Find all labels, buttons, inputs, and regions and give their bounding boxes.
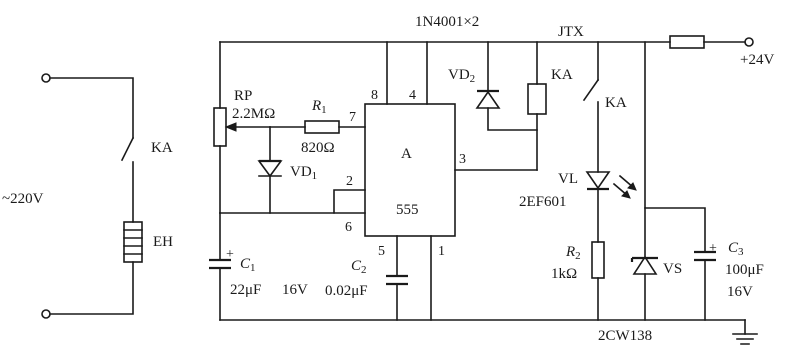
- r2-resistor: [591, 241, 605, 279]
- c1-plus: +: [226, 247, 234, 262]
- vd2-diode: [475, 89, 501, 109]
- c2-capacitor: [386, 274, 408, 286]
- pin-5-label: 5: [378, 244, 385, 259]
- regulator-section: VS 2CW138 + C3 100μF 16V: [598, 41, 764, 344]
- pin-4-label: 4: [409, 88, 416, 103]
- vs-zener: [630, 255, 658, 275]
- top-diodes-label: 1N4001×2: [415, 14, 479, 30]
- r2-value-label: 1kΩ: [551, 266, 577, 282]
- c2-value-label: 0.02μF: [325, 283, 368, 299]
- c1-value-label: 22μF: [230, 282, 261, 298]
- ka-contact-right-label: KA: [605, 95, 627, 111]
- c3-plus: +: [709, 241, 717, 256]
- supply-label: +24V: [740, 52, 774, 68]
- jtx-resistor: [669, 35, 705, 49]
- ic-555: A 555 8 4 7 2 6 3 5 1 C2 0.02μF: [325, 41, 538, 321]
- mains-label: ~220V: [2, 191, 44, 207]
- vl-type-label: 2EF601: [519, 194, 567, 210]
- r1-resistor: [304, 120, 340, 134]
- c1-voltage-label: 16V: [282, 282, 308, 298]
- ka-contact-left: [120, 136, 135, 162]
- ground-symbol: [732, 333, 758, 345]
- c2-label: C2: [351, 258, 367, 276]
- heater-label: EH: [153, 234, 173, 250]
- rp-label: RP: [234, 88, 252, 104]
- c1-label: C1: [240, 256, 256, 274]
- ka-coil-label: KA: [551, 67, 573, 83]
- ic-name-label: A: [401, 146, 412, 162]
- relay-section: VD2 KA: [448, 41, 573, 171]
- supply-terminal: [744, 37, 754, 47]
- pin-3-label: 3: [459, 152, 466, 167]
- vd2-label: VD2: [448, 67, 475, 85]
- c3-label: C3: [728, 240, 744, 258]
- ka-relay-coil: [527, 83, 547, 115]
- mains-circuit: KA ~220V EH: [2, 73, 173, 319]
- mains-wire-bottom: [49, 261, 134, 315]
- pin-7-label: 7: [349, 110, 356, 125]
- top-rail: 1N4001×2 JTX +24V: [219, 14, 774, 68]
- vd1-label: VD1: [290, 164, 317, 182]
- vd1-diode: [257, 159, 283, 178]
- r1-label: R1: [311, 98, 327, 116]
- ka-contact-right: [582, 78, 600, 102]
- vs-label: VS: [663, 261, 682, 277]
- timing-network: RP 2.2MΩ R1 820Ω VD1 + C1 22μF 16V: [209, 41, 366, 321]
- vl-led: [585, 171, 637, 199]
- vs-type-label: 2CW138: [598, 328, 652, 344]
- ic-type-label: 555: [396, 202, 419, 218]
- c3-voltage-label: 16V: [727, 284, 753, 300]
- c3-value-label: 100μF: [725, 262, 764, 278]
- heater-eh-symbol: [123, 221, 143, 263]
- mains-terminal-top: [41, 73, 51, 83]
- r2-label: R2: [565, 244, 581, 262]
- mains-wire-top: [49, 77, 134, 139]
- ground-rail: [219, 319, 758, 345]
- pin-1-label: 1: [438, 244, 445, 259]
- pin-6-label: 6: [345, 220, 352, 235]
- pin-2-label: 2: [346, 174, 353, 189]
- vl-label: VL: [558, 171, 578, 187]
- jtx-label: JTX: [558, 24, 584, 40]
- mains-terminal-bottom: [41, 309, 51, 319]
- ka-contact-left-label: KA: [151, 140, 173, 156]
- rp-value-label: 2.2MΩ: [232, 106, 275, 122]
- indicator-branch: KA VL 2EF601 R2 1kΩ: [519, 41, 637, 321]
- rp-potentiometer: [213, 107, 227, 147]
- r1-value-label: 820Ω: [301, 140, 335, 156]
- pin-8-label: 8: [371, 88, 378, 103]
